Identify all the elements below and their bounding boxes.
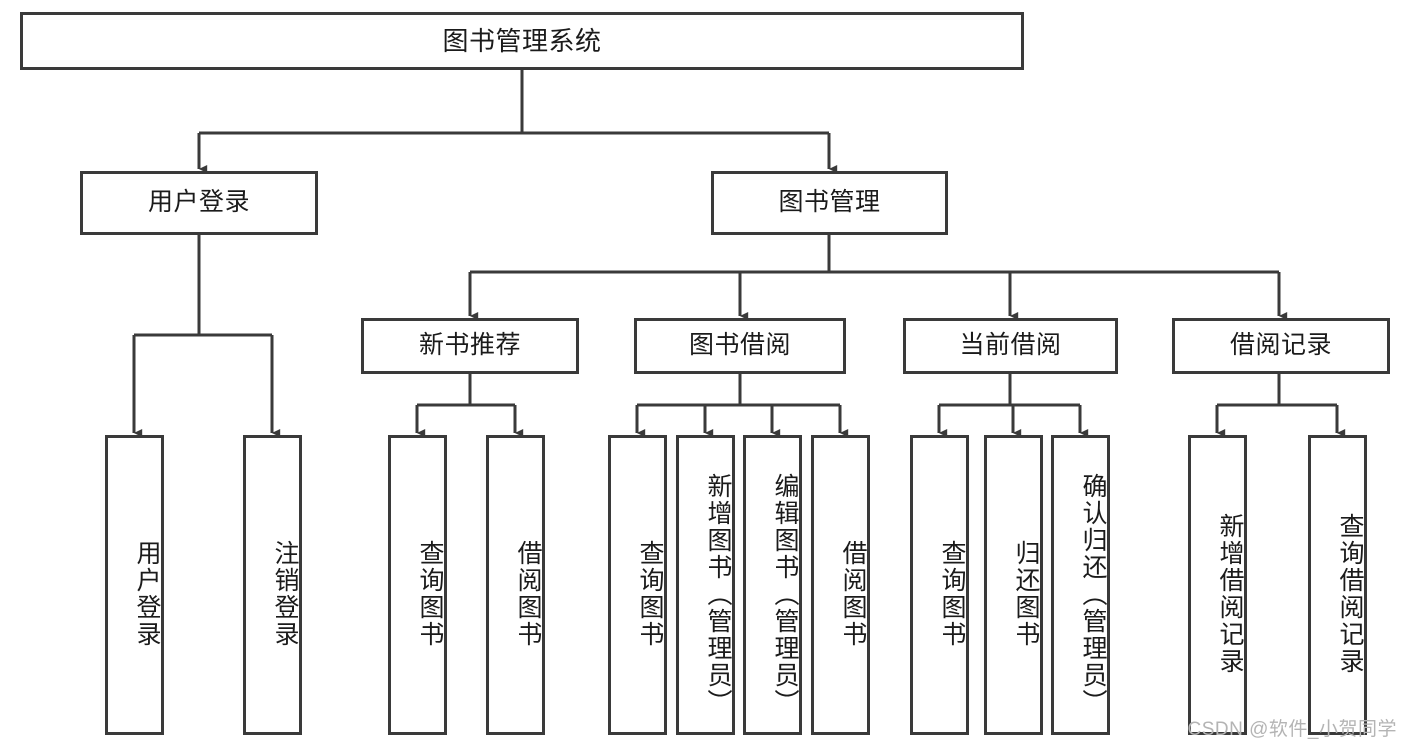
node-book-management-label: 图书管理 [778,188,881,217]
node-borrow-records-label: 借阅记录 [1229,331,1332,360]
node-user-login-label: 用户登录 [147,188,250,217]
node-user-login[interactable]: 用户登录 [80,171,318,235]
leaf-node-label: 新增图书（管理员） [704,472,732,716]
leaf-node-label: 借阅图书 [839,540,867,648]
leaf-node-label: 确认归还（管理员） [1079,472,1107,716]
leaf-node[interactable]: 查询借阅记录 [1308,435,1367,735]
leaf-node[interactable]: 查询图书 [910,435,969,735]
leaf-node[interactable]: 借阅图书 [811,435,870,735]
leaf-node[interactable]: 新增借阅记录 [1188,435,1247,735]
node-new-book-recommend[interactable]: 新书推荐 [361,318,579,374]
leaf-node[interactable]: 用户登录 [105,435,164,735]
node-book-management[interactable]: 图书管理 [711,171,948,235]
leaf-node-label: 归还图书 [1012,540,1040,648]
leaf-node-label: 编辑图书（管理员） [771,472,799,716]
leaf-node-label: 新增借阅记录 [1216,513,1244,675]
node-root-label: 图书管理系统 [442,25,602,56]
leaf-node-label: 借阅图书 [514,540,542,648]
leaf-node-label: 用户登录 [133,540,161,648]
leaf-node[interactable]: 借阅图书 [486,435,545,735]
leaf-node-label: 查询借阅记录 [1336,513,1364,675]
node-borrow-records[interactable]: 借阅记录 [1172,318,1390,374]
leaf-node-label: 查询图书 [636,540,664,648]
leaf-node-label: 查询图书 [938,540,966,648]
leaf-node[interactable]: 新增图书（管理员） [676,435,735,735]
node-book-borrow-label: 图书借阅 [688,331,791,360]
node-current-borrow-label: 当前借阅 [959,331,1062,360]
leaf-node[interactable]: 归还图书 [984,435,1043,735]
leaf-node-label: 查询图书 [416,540,444,648]
node-new-book-recommend-label: 新书推荐 [418,331,521,360]
leaf-node-label: 注销登录 [271,540,299,648]
leaf-node[interactable]: 注销登录 [243,435,302,735]
node-current-borrow[interactable]: 当前借阅 [903,318,1118,374]
node-book-borrow[interactable]: 图书借阅 [634,318,846,374]
leaf-node[interactable]: 查询图书 [608,435,667,735]
leaf-node[interactable]: 确认归还（管理员） [1051,435,1110,735]
leaf-node[interactable]: 编辑图书（管理员） [743,435,802,735]
csdn-watermark: CSDN @软件_小贺同学 [1187,719,1397,740]
leaf-node[interactable]: 查询图书 [388,435,447,735]
node-root[interactable]: 图书管理系统 [20,12,1024,70]
